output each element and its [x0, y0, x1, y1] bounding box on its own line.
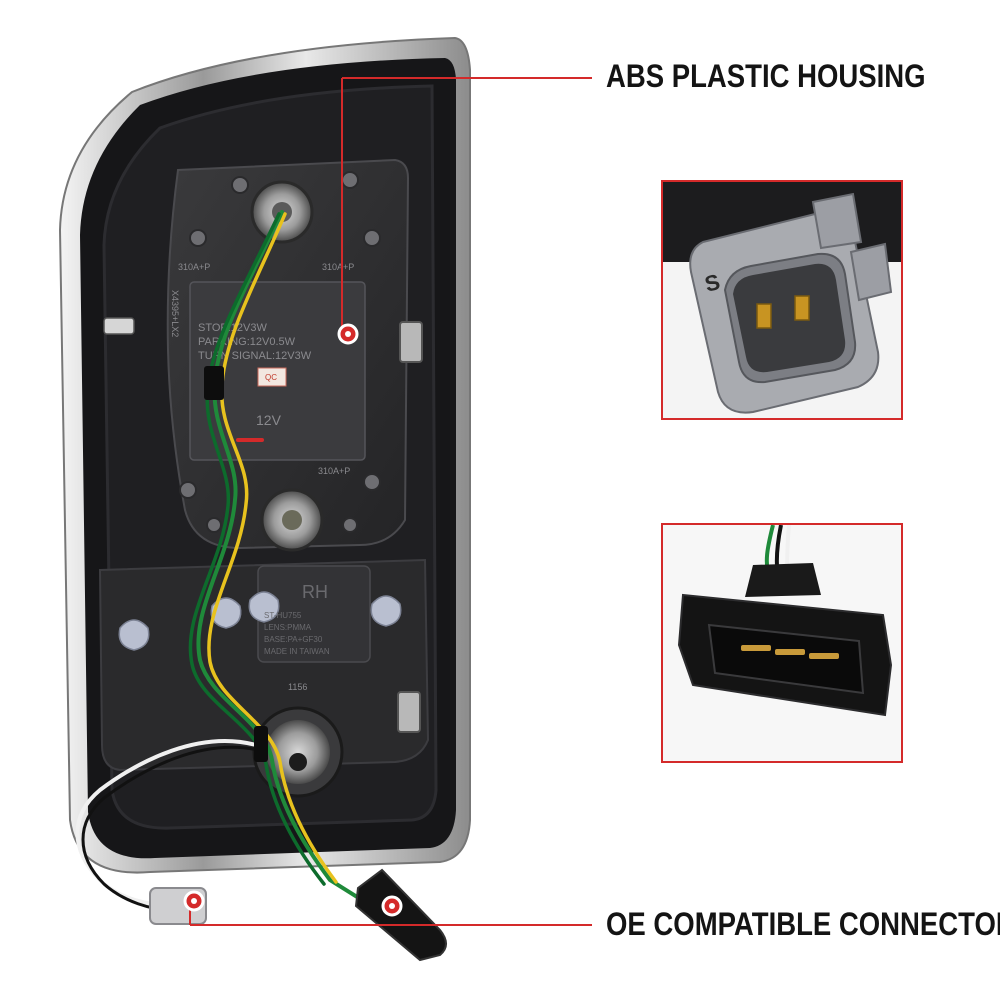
oe-plug-black [354, 868, 447, 962]
bulb-code-right: 310A+P [322, 262, 354, 272]
gray-connector-closeup: S [663, 182, 901, 418]
black-connector-closeup [663, 525, 901, 761]
housing-callout-label: ABS PLASTIC HOUSING [606, 58, 926, 94]
spec-line-1: STOP:12V3W [198, 322, 267, 334]
red-dot-marker-icon [183, 890, 205, 912]
inset-gray-connector: S [661, 180, 903, 420]
side-clip-lower [397, 691, 421, 733]
led-bumps [118, 591, 402, 651]
qc-label: QC [265, 373, 277, 382]
connectors-callout-label: OE COMPATIBLE CONNECTORS [606, 906, 1000, 942]
side-code: X4395+LX2 [170, 290, 180, 337]
lens-line-2: LENS:PMMA [264, 623, 312, 632]
voltage-mark: 12V [256, 412, 282, 428]
side-clip-upper [399, 321, 423, 363]
qc-sticker [257, 367, 287, 387]
lens-line-1: ST-HU755 [264, 611, 302, 620]
connector-mark: S [702, 269, 722, 297]
inline-connector-lower [254, 726, 268, 762]
lens-line-4: MADE IN TAIWAN [264, 647, 330, 656]
inline-connector [204, 366, 224, 400]
spec-line-2: PARKING:12V0.5W [198, 336, 296, 348]
red-dot-marker-icon [337, 323, 359, 345]
lens-line-3: BASE:PA+GF30 [264, 635, 323, 644]
rh-badge: RH [302, 582, 328, 602]
housing-markings: STOP:12V3W PARKING:12V0.5W TURN SIGNAL:1… [170, 262, 354, 692]
bulb-code-lower: 310A+P [318, 466, 350, 476]
bolt-stud [103, 317, 135, 335]
wiring-harness [75, 210, 372, 912]
callout-lines [189, 77, 592, 926]
inset-black-connector [661, 523, 903, 763]
red-dot-marker-icon [381, 895, 403, 917]
lower-socket-code: 1156 [288, 682, 307, 692]
bulb-code-left: 310A+P [178, 262, 210, 272]
